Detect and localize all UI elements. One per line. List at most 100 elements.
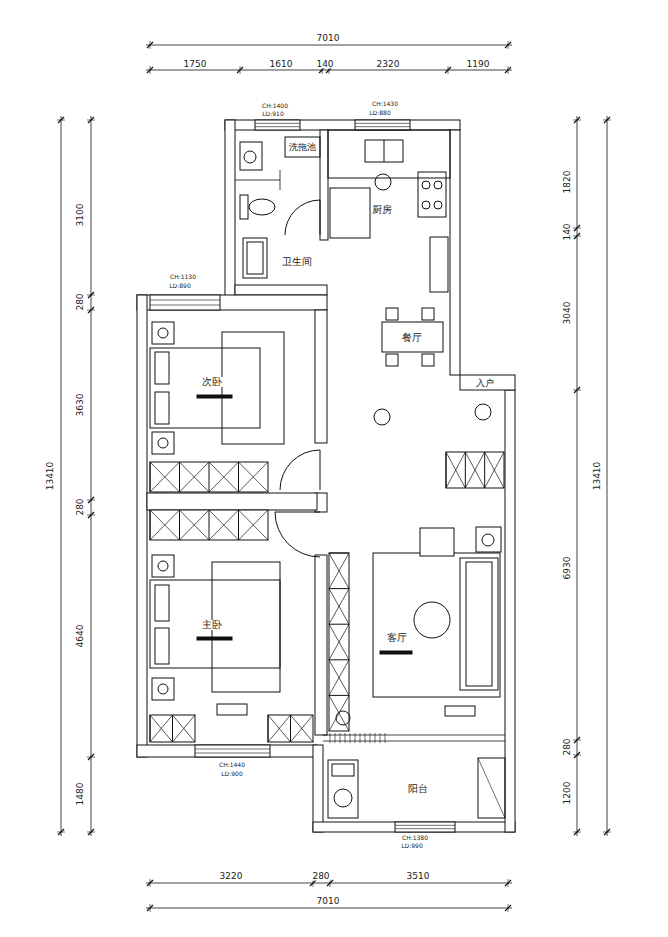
wall: [320, 130, 328, 240]
door-leaf: [320, 200, 321, 235]
window-note: CH:1430: [371, 101, 399, 107]
door-swing: [285, 200, 320, 235]
wardrobe: [268, 715, 291, 742]
dimension: 1480: [76, 782, 85, 807]
dimension-extension: [57, 120, 65, 121]
dimension: 3510: [406, 872, 431, 881]
dimension-tick: [58, 117, 64, 123]
dimension: 7010: [316, 897, 341, 906]
dimension: 280: [76, 497, 85, 516]
bed-frame: [222, 332, 284, 444]
person: [375, 174, 391, 190]
wardrobe: [150, 510, 180, 540]
cabinet: [478, 758, 505, 818]
label-bar: [197, 637, 232, 640]
burner: [422, 201, 430, 209]
dimension-tick: [88, 292, 94, 298]
tv-cabinet: [329, 589, 349, 625]
wardrobe: [209, 510, 239, 540]
room-label: 餐厅: [401, 333, 423, 343]
window-note: CH:1400: [261, 103, 289, 109]
dimension-tick: [237, 67, 243, 73]
wardrobe: [209, 462, 239, 492]
plant: [336, 711, 350, 725]
sliding-door: [355, 733, 356, 743]
dimension-tick: [88, 829, 94, 835]
wardrobe: [239, 510, 269, 540]
wardrobe: [291, 715, 314, 742]
dimension-line: [607, 116, 608, 836]
nightstand: [152, 432, 174, 454]
armchair: [420, 528, 454, 556]
dimension: 3100: [76, 203, 85, 228]
wall: [137, 295, 327, 310]
dimension-extension: [603, 832, 611, 833]
wardrobe: [173, 715, 196, 742]
wardrobe: [150, 462, 268, 492]
window-note: CH:1440: [218, 762, 246, 768]
wardrobe: [150, 715, 151, 742]
nightstand: [152, 678, 174, 700]
wall: [315, 310, 327, 443]
dimension-tick: [88, 307, 94, 313]
lamp: [158, 438, 168, 448]
sliding-door: [385, 733, 386, 743]
pillow: [155, 392, 169, 424]
lamp: [158, 561, 168, 571]
shower-screen: [280, 170, 281, 190]
wardrobe: [150, 510, 180, 540]
sink: [384, 140, 385, 162]
room-label: 客厅: [386, 633, 408, 643]
tv-cabinet: [329, 660, 349, 696]
wardrobe: [209, 462, 210, 492]
wardrobe: [179, 510, 180, 540]
window: [150, 295, 220, 310]
dimension-tick: [574, 117, 580, 123]
sink: [365, 140, 403, 162]
cabinet: [243, 238, 267, 278]
person: [374, 409, 390, 425]
wall: [147, 493, 317, 510]
room-label: 卫生间: [281, 257, 313, 267]
chair: [386, 308, 398, 320]
sliding-door: [370, 733, 371, 743]
window-note: LD:990: [400, 843, 423, 849]
wardrobe: [150, 715, 173, 742]
dimension-tick: [505, 905, 511, 911]
side-table: [476, 527, 501, 552]
pillow: [155, 585, 169, 621]
stove: [418, 172, 446, 217]
wall: [313, 745, 323, 832]
dimension-tick: [445, 67, 451, 73]
dimension-tick: [147, 42, 153, 48]
shoe-cabinet: [485, 452, 504, 488]
dimension-tick: [574, 387, 580, 393]
window-note: CH:1380: [401, 835, 429, 841]
dimension-tick: [147, 905, 153, 911]
desk: [217, 704, 247, 715]
wardrobe: [209, 510, 210, 540]
cabinet: [478, 758, 505, 818]
dimension-extension: [603, 120, 611, 121]
mop-sink: [285, 137, 320, 157]
dimension-line: [91, 116, 92, 836]
wardrobe: [150, 462, 151, 492]
lamp: [158, 328, 168, 338]
carpet: [373, 553, 500, 697]
sliding-door: [350, 733, 351, 743]
wall: [505, 390, 515, 832]
dimension-tick: [88, 497, 94, 503]
shoe-cabinet: [465, 452, 484, 488]
dimension: 1820: [563, 170, 572, 195]
dimension-tick: [604, 829, 610, 835]
dimension-tick: [58, 829, 64, 835]
dimension: 2320: [376, 60, 401, 69]
wardrobe: [239, 462, 269, 492]
dimension-extension: [508, 41, 509, 49]
dimension-extension: [573, 832, 581, 833]
wall: [137, 295, 147, 757]
dimension-extension: [573, 755, 581, 756]
shower-screen: [235, 180, 280, 181]
dimension-extension: [87, 500, 95, 501]
lamp: [482, 534, 494, 546]
